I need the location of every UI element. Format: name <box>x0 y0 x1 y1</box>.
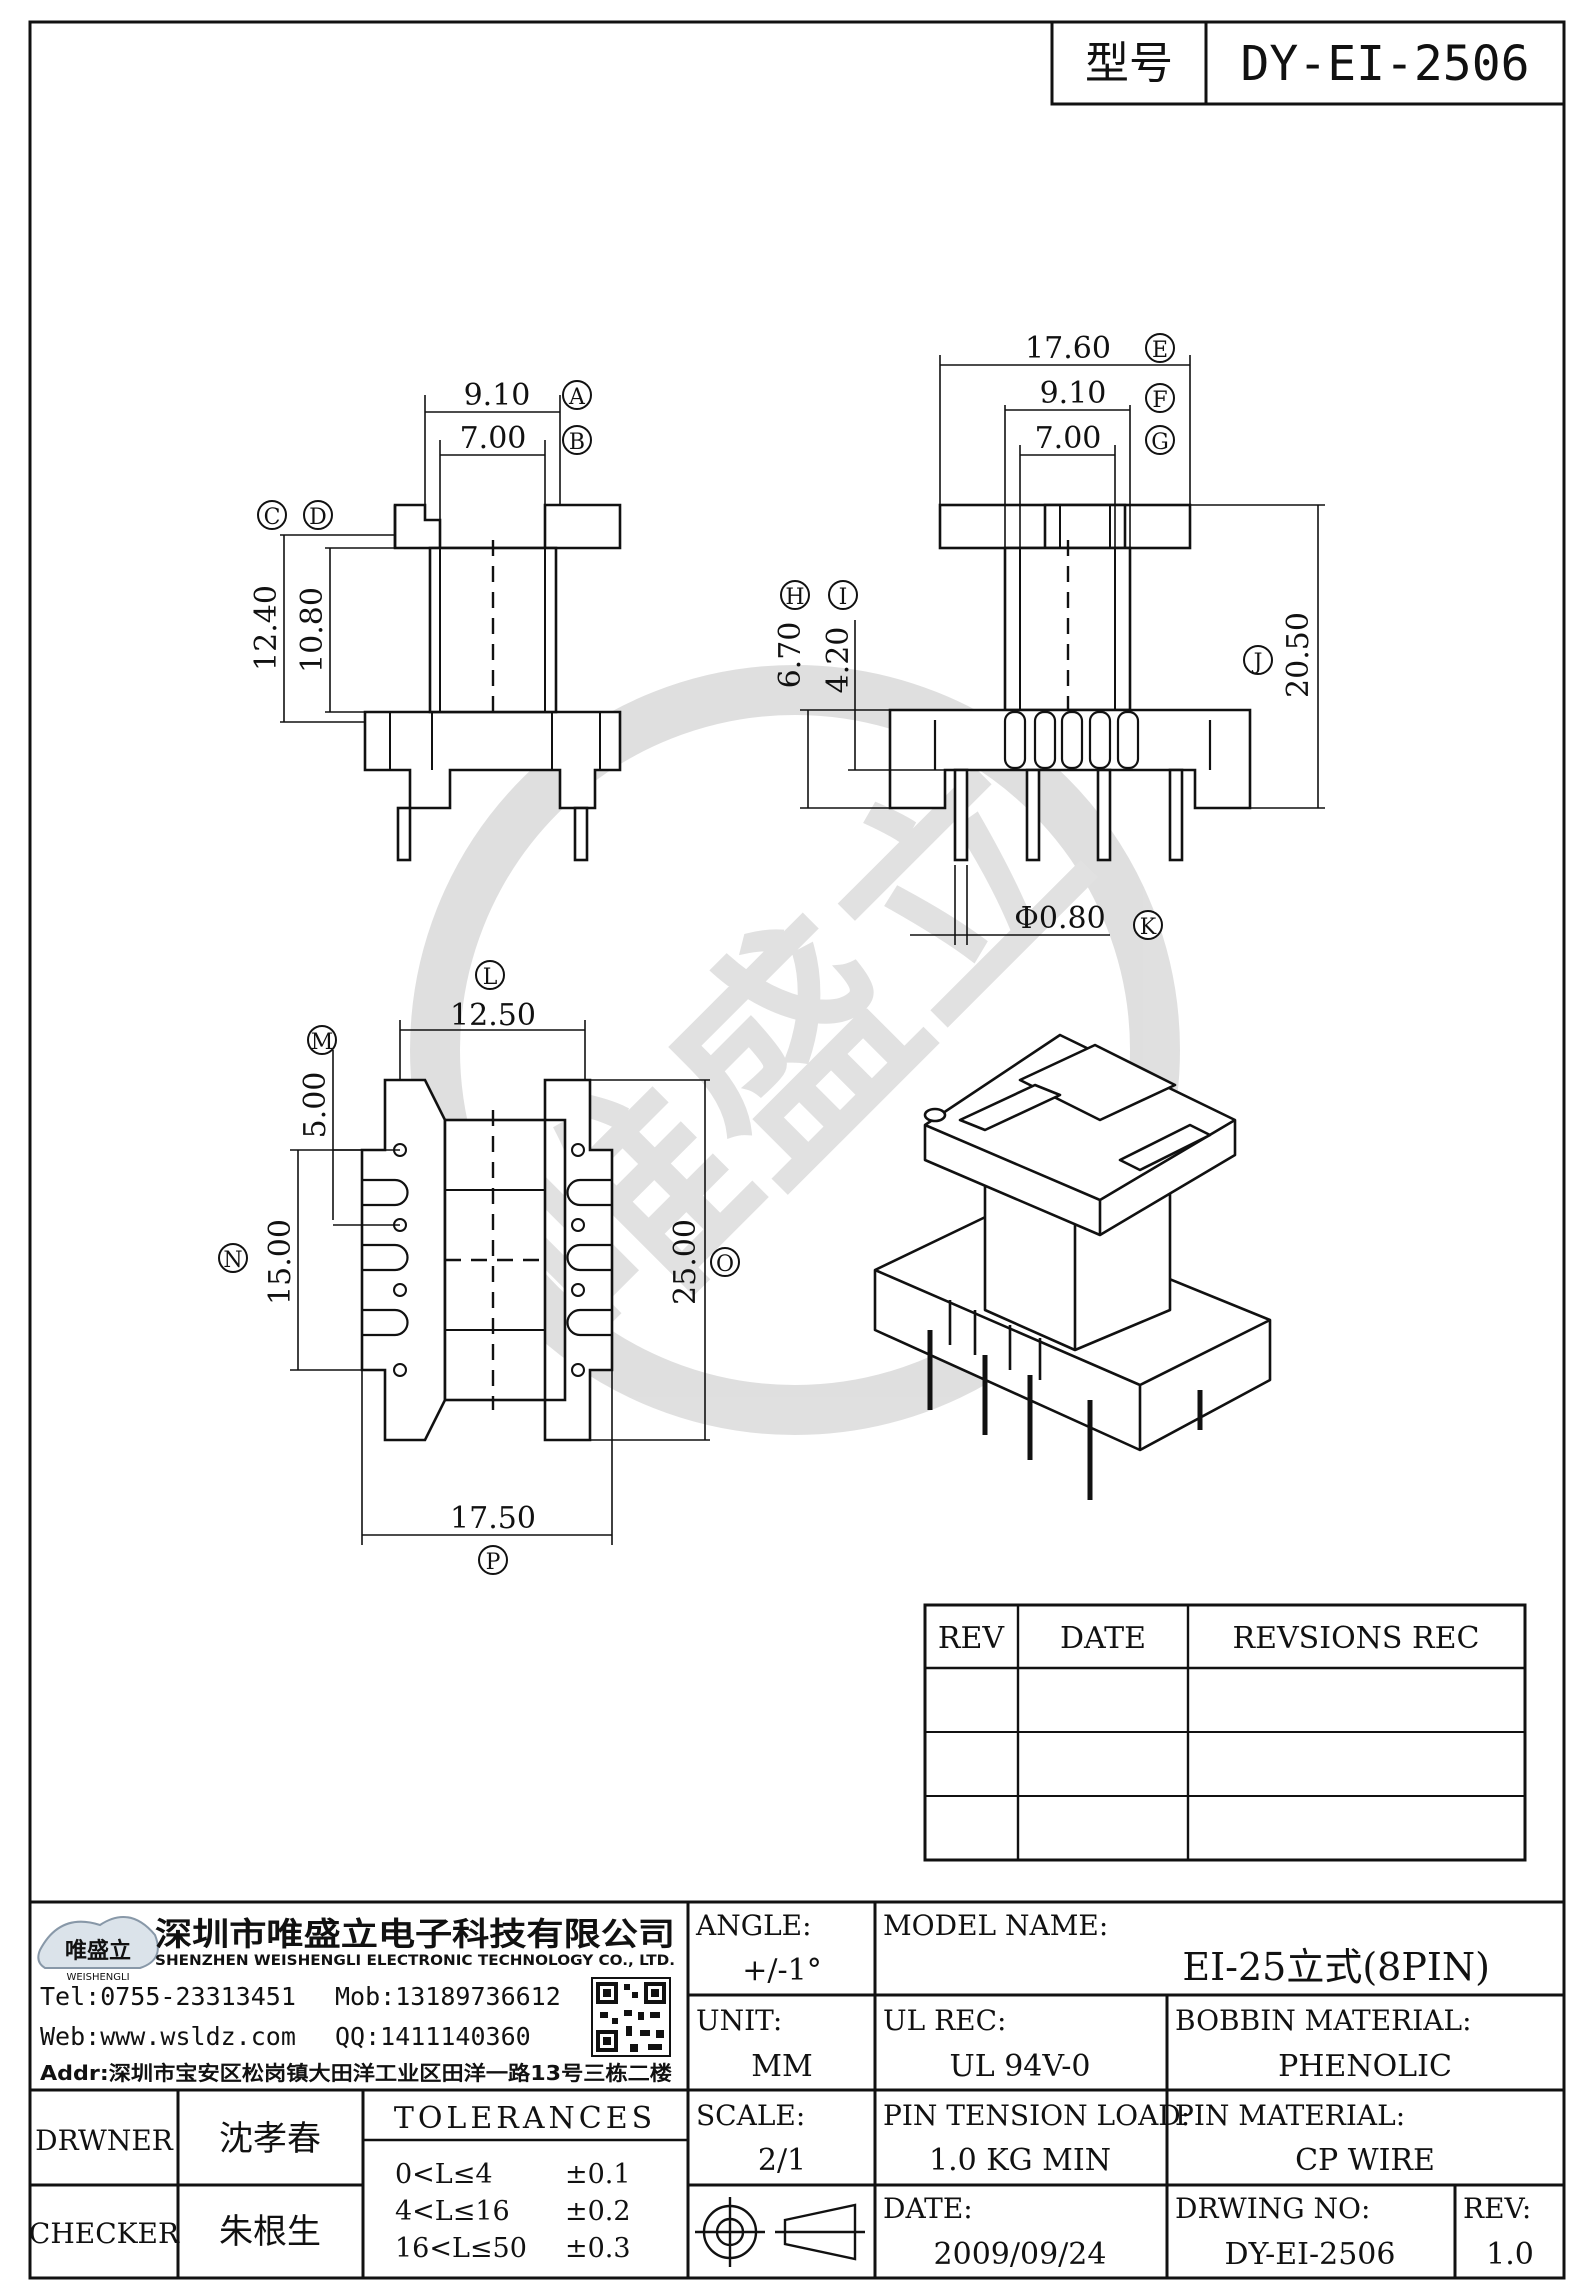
top-left-view: 9.10 A 7.00 B 12.40 C 10.80 D <box>249 378 622 862</box>
unit-label: UNIT: <box>696 2004 782 2037</box>
model-name-value: EI-25立式(8PIN) <box>1182 1945 1490 1989</box>
revision-table: REV DATE REVSIONS REC <box>923 1603 1527 1862</box>
pin-tension-value: 1.0 KG MIN <box>929 2143 1111 2178</box>
ul-rec-value: UL 94V-0 <box>949 2049 1090 2084</box>
top-right-view: 17.60 E 9.10 F 7.00 G 6.70 H 4.20 I 20.5 <box>773 331 1325 945</box>
unit-value: MM <box>751 2049 812 2084</box>
drwner-value: 沈孝春 <box>219 2119 321 2159</box>
logo-sub: WEISHENGLI <box>66 1972 129 1983</box>
rev-header-rec: REVSIONS REC <box>1233 1621 1480 1656</box>
dim-b-value: 7.00 <box>460 421 527 456</box>
dim-g-tag: G <box>1151 430 1169 455</box>
company-web: Web:www.wsldz.com <box>40 2022 296 2051</box>
dim-p-value: 17.50 <box>450 1501 536 1536</box>
tolerance-range-2: 16<L≤50 <box>395 2233 527 2264</box>
dim-i-value: 4.20 <box>821 627 856 694</box>
dim-a-tag: A <box>568 385 586 410</box>
dim-k-value: Φ0.80 <box>1014 901 1105 936</box>
tolerance-range-0: 0<L≤4 <box>395 2159 493 2190</box>
company-logo: 唯盛立 WEISHENGLI <box>37 1916 159 1983</box>
qr-code <box>591 1977 671 2057</box>
rev-label: REV: <box>1463 2192 1531 2225</box>
date-value: 2009/09/24 <box>934 2237 1107 2272</box>
logo-text: 唯盛立 <box>65 1938 131 1964</box>
dim-h-tag: H <box>785 585 804 610</box>
dim-n-tag: N <box>223 1248 242 1273</box>
rev-value: 1.0 <box>1486 2237 1534 2272</box>
dim-j-value: 20.50 <box>1281 612 1316 698</box>
checker-value: 朱根生 <box>219 2212 321 2252</box>
model-name-label: MODEL NAME: <box>883 1909 1108 1942</box>
title-block: 唯盛立 WEISHENGLI 深圳市唯盛立电子科技有限公司 SHENZHEN W… <box>29 1900 1564 2278</box>
bobbin-material-value: PHENOLIC <box>1278 2049 1452 2084</box>
bobbin-material-label: BOBBIN MATERIAL: <box>1175 2004 1472 2037</box>
dim-e-value: 17.60 <box>1025 331 1111 366</box>
dim-c-value: 12.40 <box>249 585 284 671</box>
dim-c-tag: C <box>264 505 281 530</box>
dim-d-tag: D <box>309 505 327 530</box>
dim-b-tag: B <box>569 430 585 455</box>
dim-m-value: 5.00 <box>298 1072 333 1139</box>
pin-tension-label: PIN TENSION LOAD: <box>883 2099 1190 2132</box>
ul-rec-label: UL REC: <box>883 2004 1006 2037</box>
angle-label: ANGLE: <box>695 1909 812 1942</box>
company-mob: Mob:13189736612 <box>335 1982 561 2011</box>
dim-l-value: 12.50 <box>450 998 536 1033</box>
dim-d-value: 10.80 <box>295 587 330 673</box>
scale-label: SCALE: <box>696 2099 805 2132</box>
isometric-view <box>873 1033 1272 1500</box>
pin-material-value: CP WIRE <box>1295 2143 1435 2178</box>
dim-h-value: 6.70 <box>773 622 808 689</box>
company-addr: Addr:深圳市宝安区松岗镇大田洋工业区田洋一路13号三栋二楼 <box>40 2061 672 2085</box>
dim-a-value: 9.10 <box>464 378 531 413</box>
tolerance-value-0: ±0.1 <box>565 2159 631 2190</box>
dim-o-tag: O <box>716 1252 734 1277</box>
tolerance-value-2: ±0.3 <box>565 2233 631 2264</box>
dim-p-tag: P <box>486 1550 501 1575</box>
type-label: 型号 <box>1085 38 1173 89</box>
drwing-no-label: DRWING NO: <box>1175 2192 1370 2225</box>
company-qq: QQ:1411140360 <box>335 2022 531 2051</box>
dim-i-tag: I <box>839 585 848 610</box>
dim-l-tag: L <box>483 965 498 990</box>
angle-value: +/-1° <box>742 1953 821 1988</box>
pin-material-label: PIN MATERIAL: <box>1175 2099 1405 2132</box>
scale-value: 2/1 <box>758 2143 806 2178</box>
dim-f-tag: F <box>1152 388 1167 413</box>
header-type-box: 型号 DY-EI-2506 <box>1050 20 1566 106</box>
rev-header-rev: REV <box>938 1621 1005 1656</box>
dim-n-value: 15.00 <box>263 1219 298 1305</box>
dim-f-value: 9.10 <box>1040 376 1107 411</box>
drawing-frame <box>28 20 1566 2280</box>
type-value: DY-EI-2506 <box>1241 36 1530 92</box>
bottom-view: 12.50 L 5.00 M 15.00 N 25.00 O 17.50 P <box>218 960 740 1575</box>
dim-k-tag: K <box>1140 915 1157 940</box>
dim-o-value: 25.00 <box>668 1219 703 1305</box>
company-name-en: SHENZHEN WEISHENGLI ELECTRONIC TECHNOLOG… <box>155 1953 675 1969</box>
drwner-label: DRWNER <box>35 2124 174 2157</box>
dim-e-tag: E <box>1152 338 1168 363</box>
rev-header-date: DATE <box>1060 1621 1146 1656</box>
dim-m-tag: M <box>311 1030 334 1055</box>
company-tel: Tel:0755-23313451 <box>40 1982 296 2011</box>
date-label: DATE: <box>883 2192 973 2225</box>
dim-j-tag: J <box>1252 650 1263 675</box>
tolerances-label: TOLERANCES <box>394 2101 656 2136</box>
checker-label: CHECKER <box>29 2217 180 2250</box>
tolerance-value-1: ±0.2 <box>565 2196 631 2227</box>
company-name-cn: 深圳市唯盛立电子科技有限公司 <box>155 1915 675 1953</box>
dim-g-value: 7.00 <box>1035 421 1102 456</box>
tolerance-range-1: 4<L≤16 <box>395 2196 510 2227</box>
projection-symbol <box>695 2197 865 2267</box>
drwing-no-value: DY-EI-2506 <box>1225 2237 1396 2272</box>
